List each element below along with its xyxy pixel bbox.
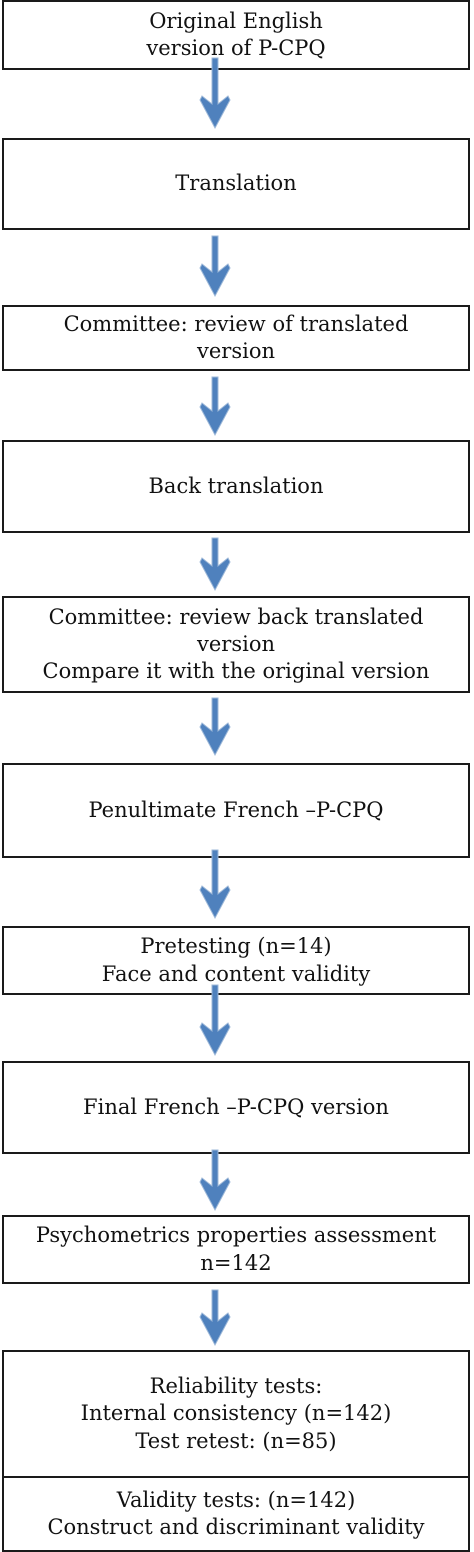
step-text-line: Committee: review of translated — [63, 311, 409, 336]
down-arrow-icon — [199, 235, 231, 298]
step-text-line: n=142 — [200, 1250, 272, 1275]
step-back-translation: Back translation — [2, 440, 470, 533]
step-text-line: version — [197, 631, 275, 656]
step-committee-review-back-translated: Committee: review back translated versio… — [2, 596, 470, 693]
step-text-line: Original English — [149, 8, 323, 33]
down-arrow-icon — [199, 1149, 231, 1212]
down-arrow-icon — [199, 1289, 231, 1347]
step-text-line: Psychometrics properties assessment — [35, 1223, 437, 1248]
step-text-line: Face and content validity — [101, 961, 371, 986]
step-text-line: Validity tests: (n=142) — [116, 1487, 356, 1512]
step-text-line: Translation — [175, 171, 297, 196]
step-committee-review-translated: Committee: review of translated version — [2, 305, 470, 371]
step-text-line: Reliability tests: — [149, 1374, 323, 1399]
step-text-line: Pretesting (n=14) — [140, 934, 332, 959]
step-text-line: Final French –P-CPQ version — [83, 1094, 389, 1119]
step-psychometrics-assessment: Psychometrics properties assessment n=14… — [2, 1215, 470, 1284]
down-arrow-icon — [199, 376, 231, 437]
step-text-line: version of P-CPQ — [146, 36, 326, 60]
step-translation: Translation — [2, 138, 470, 230]
step-text-line: Back translation — [148, 473, 324, 498]
step-text-line: Committee: review back translated — [48, 604, 424, 629]
step-text-line: Internal consistency (n=142) — [80, 1401, 392, 1426]
step-text-line: Construct and discriminant validity — [47, 1515, 425, 1539]
down-arrow-icon — [199, 697, 231, 757]
step-final-french: Final French –P-CPQ version — [2, 1061, 470, 1154]
step-text-line: Test retest: (n=85) — [135, 1428, 337, 1453]
step-original-english: Original English version of P-CPQ — [2, 0, 470, 70]
step-validity-tests: Validity tests: (n=142) Construct and di… — [2, 1476, 470, 1552]
down-arrow-icon — [199, 537, 231, 592]
step-text-line: Compare it with the original version — [42, 659, 430, 684]
step-text-line: version — [197, 339, 275, 363]
down-arrow-icon — [199, 849, 231, 920]
step-reliability-tests: Reliability tests: Internal consistency … — [2, 1350, 470, 1478]
step-pretesting: Pretesting (n=14) Face and content valid… — [2, 926, 470, 995]
down-arrow-icon — [199, 984, 231, 1057]
step-text-line: Penultimate French –P-CPQ — [88, 797, 384, 822]
step-penultimate-french: Penultimate French –P-CPQ — [2, 763, 470, 858]
